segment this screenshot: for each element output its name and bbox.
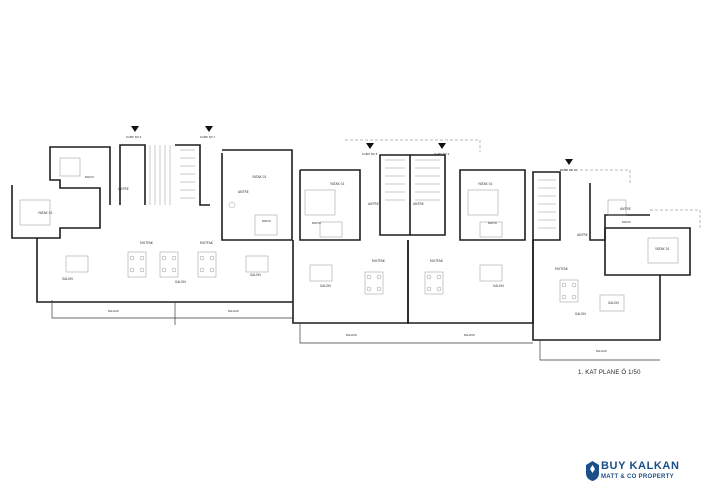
room-label-living-room: SALON: [62, 277, 73, 281]
room-label-kitchen: MUTFAK: [140, 241, 154, 245]
room-label-bedroom: YATAK 01: [655, 247, 670, 251]
section-marker-label: DAİRE NO 8: [362, 151, 378, 156]
section-markers: DAİRE NO 6 DAİRE NO 7 DAİRE NO 8 DAİRE N…: [126, 126, 577, 172]
room-label-bathroom: BANYO: [622, 220, 631, 224]
section-marker-label: DAİRE NO 6: [126, 134, 142, 139]
room-label-bedroom: YATAK 01: [330, 182, 345, 186]
room-label-bedroom: YATAK 01: [478, 182, 493, 186]
section-marker-label: DAİRE NO 9: [434, 151, 450, 156]
room-label-kitchen: MUTFAK: [200, 241, 214, 245]
section-marker-icon: [438, 143, 446, 149]
section-marker-icon: [131, 126, 139, 132]
room-label-living-room: SALON: [320, 284, 331, 288]
room-labels: YATAK 01 YATAK 01 YATAK 01 YATAK 01 YATA…: [38, 175, 670, 353]
brand-subtitle: MATT & CO PROPERTY: [601, 474, 674, 480]
room-label-entrance: ANTRE: [368, 202, 379, 206]
room-label-kitchen: MUTFAK: [555, 267, 569, 271]
room-label-entrance: ANTRE: [118, 187, 129, 191]
room-label-bedroom: YATAK 01: [38, 211, 53, 215]
brand-logo-block: BUY KALKAN MATT & CO PROPERTY: [586, 459, 696, 485]
room-label-balcony: BALKON: [596, 349, 607, 353]
section-marker-icon: [205, 126, 213, 132]
room-label-balcony: BALKON: [346, 333, 357, 337]
section-marker-icon: [366, 143, 374, 149]
room-label-kitchen: MUTFAK: [430, 259, 444, 263]
room-label-bedroom: YATAK 01: [252, 175, 267, 179]
room-label-bathroom: BANYO: [262, 219, 271, 223]
room-label-balcony: BALKON: [464, 333, 475, 337]
room-label-entrance: ANTRE: [413, 202, 424, 206]
section-marker-label: DAİRE NO 7: [200, 134, 216, 139]
section-marker-icon: [565, 159, 573, 165]
room-label-balcony: BALKON: [228, 309, 239, 313]
room-label-balcony: BALKON: [108, 309, 119, 313]
room-label-living-room: SALON: [608, 301, 619, 305]
plan-title: 1. KAT PLANE Ö 1/50: [578, 370, 641, 376]
plan-furniture-and-stairs: [19, 145, 679, 312]
room-label-entrance: ANTRE: [620, 207, 631, 211]
room-label-kitchen: MUTFAK: [372, 259, 386, 263]
room-label-living-room: SALON: [575, 312, 586, 316]
room-label-bathroom: BANYO: [85, 175, 94, 179]
room-label-living-room: SALON: [493, 284, 504, 288]
plan-walls: [11, 139, 701, 361]
room-label-entrance: ANTRE: [238, 190, 249, 194]
room-label-entrance: ANTRE: [577, 233, 588, 237]
kalkan-logo-icon: [586, 461, 599, 481]
room-label-living-room: SALON: [175, 280, 186, 284]
room-label-bathroom: BANYO: [312, 221, 321, 225]
section-marker-label: DAİRE NO 10: [560, 167, 577, 172]
room-label-bathroom: BANYO: [488, 221, 497, 225]
room-label-living-room: SALON: [250, 273, 261, 277]
brand-name: BUY KALKAN: [601, 460, 680, 472]
